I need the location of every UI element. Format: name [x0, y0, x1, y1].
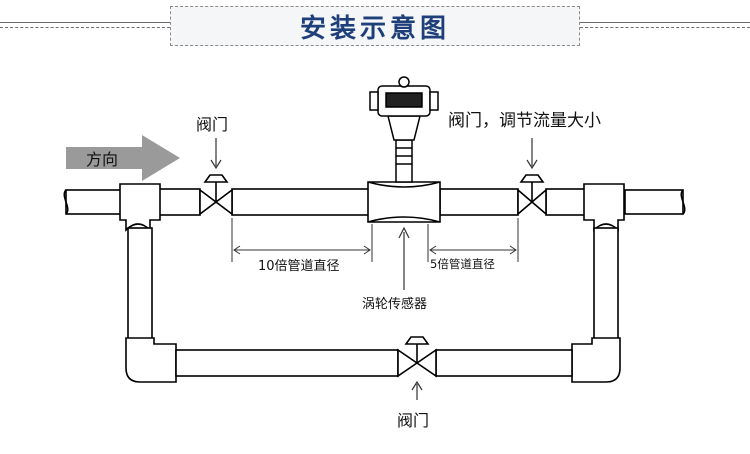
left-bottom-elbow — [125, 337, 177, 383]
inlet-pipe — [65, 189, 125, 215]
left-vertical-pipe — [127, 227, 153, 341]
bottom-valve-label: 阀门 — [397, 411, 429, 430]
sensor-display-bracket-right — [429, 91, 439, 111]
inlet-pipe-break — [63, 189, 69, 215]
header-rule-left-bottom — [0, 27, 170, 28]
upstream-distance-label: 10倍管道直径 — [258, 259, 340, 274]
page-title: 安装示意图 — [299, 13, 450, 44]
right-valve-handle — [519, 174, 545, 183]
outlet-pipe — [624, 189, 684, 215]
outlet-pipe-break — [680, 189, 686, 215]
bottom-valve-handle — [404, 336, 430, 345]
turbine-sensor-body — [367, 181, 441, 223]
sensor-stem — [395, 139, 413, 183]
sensor-top-cap — [398, 76, 410, 88]
bypass-pipe-right — [435, 349, 573, 377]
right-vertical-pipe — [593, 227, 619, 341]
left-valve-label: 阀门 — [196, 115, 228, 134]
upstream-pipe-segment — [231, 188, 373, 216]
sensor-display-bracket-left — [369, 91, 379, 111]
left-valve-handle — [203, 174, 229, 183]
direction-label: 方向 — [86, 150, 118, 169]
left-tee-fitting — [119, 183, 161, 232]
sensor-display-screen — [385, 92, 423, 108]
header-rule-right-bottom — [580, 27, 750, 28]
header-rule-right-top — [580, 22, 750, 23]
downstream-pipe-segment — [439, 188, 519, 216]
right-valve-label: 阀门，调节流量大小 — [448, 111, 601, 131]
flow-direction-arrow — [66, 135, 180, 181]
bypass-pipe-left — [175, 349, 399, 377]
sensor-neck — [387, 115, 421, 141]
main-pipe-right-segment — [545, 188, 587, 216]
downstream-distance-label: 5倍管道直径 — [430, 257, 495, 271]
right-bottom-elbow — [571, 337, 621, 383]
sensor-label: 涡轮传感器 — [362, 296, 427, 312]
right-tee-fitting — [583, 183, 625, 232]
main-pipe-left-segment — [157, 188, 201, 216]
title-box: 安装示意图 — [170, 6, 580, 46]
header-rule-left-top — [0, 22, 170, 23]
